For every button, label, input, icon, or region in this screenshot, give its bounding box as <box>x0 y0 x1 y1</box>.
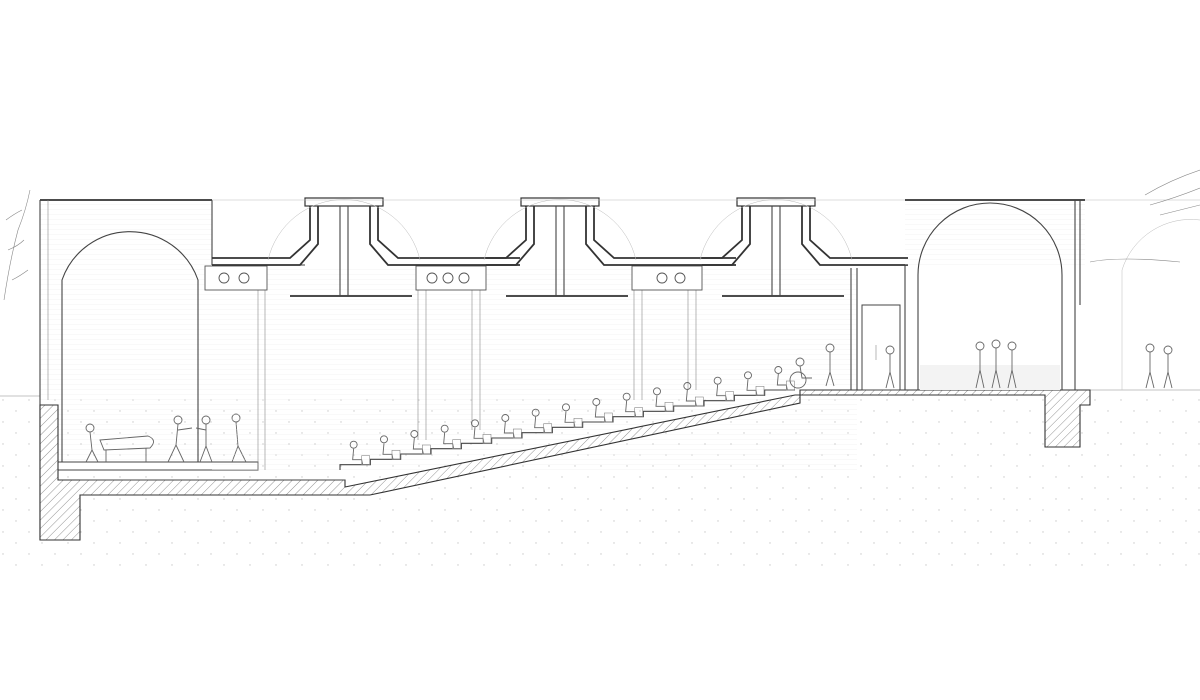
seated-person-icon <box>380 435 401 460</box>
seated-person-icon <box>410 430 431 455</box>
side-building <box>905 198 1200 390</box>
foundation <box>39 389 1091 541</box>
seated-person-icon <box>562 403 583 428</box>
auditorium <box>204 264 858 470</box>
seated-person-icon <box>683 382 704 407</box>
piano-icon <box>99 435 154 462</box>
stage-hall <box>39 199 259 540</box>
tree-icon <box>3 169 1200 301</box>
seated-person-icon <box>471 419 492 444</box>
seated-person-icon <box>501 414 522 439</box>
raked-seating <box>339 366 795 470</box>
seated-person-icon <box>349 440 370 465</box>
people-standing <box>825 339 1173 389</box>
seated-person-icon <box>713 376 734 401</box>
wheelchair-icon <box>789 357 812 389</box>
seated-person-icon <box>531 408 552 433</box>
seated-person-icon <box>744 371 765 396</box>
seated-person-icon <box>440 424 461 449</box>
seated-person-icon <box>592 398 613 423</box>
seated-person-icon <box>653 387 674 412</box>
entrance-lobby <box>861 265 906 391</box>
seating-steps <box>339 389 795 470</box>
seated-person-icon <box>622 392 643 417</box>
